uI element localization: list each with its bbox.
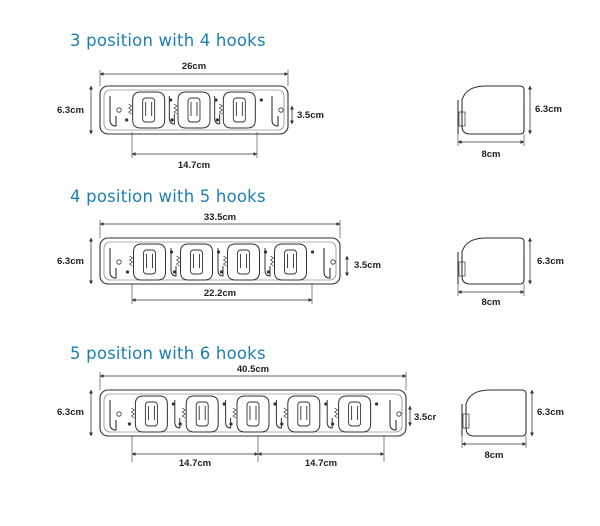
mop-holder-icon xyxy=(331,395,379,433)
mop-holder-icon xyxy=(170,91,218,129)
section-1-spacing-label: 14.7cm xyxy=(178,160,210,171)
hook-icon xyxy=(271,96,284,127)
hook-icon xyxy=(168,96,175,125)
section-2-title: 4 position with 5 hooks xyxy=(70,187,266,206)
section-3-title: 5 position with 6 hooks xyxy=(70,344,266,363)
section-3-side-view xyxy=(461,389,527,437)
mop-holder-icon xyxy=(127,395,175,433)
hook-icon xyxy=(323,248,336,279)
hook-icon xyxy=(174,400,181,429)
section-2-hook-label: 3.5cm xyxy=(354,260,381,271)
section-2-front-view xyxy=(99,237,341,285)
hook-icon xyxy=(109,248,122,279)
section-2-side-height-label: 6.3cm xyxy=(537,256,564,267)
section-1-height-label: 6.3cm xyxy=(57,105,84,116)
section-3-hook-label: 3.5cr xyxy=(414,412,436,423)
mop-holder-icon xyxy=(178,395,226,433)
hook-icon xyxy=(109,400,122,431)
hook-icon xyxy=(275,400,282,429)
section-3-side-height-label: 6.3cm xyxy=(537,407,564,418)
section-3-spacing-label-2: 14.7cm xyxy=(305,458,337,469)
mop-holder-icon xyxy=(266,243,315,281)
hook-icon xyxy=(389,400,402,431)
section-3-spacing-label-1: 14.7cm xyxy=(179,458,211,469)
hook-icon xyxy=(264,248,271,277)
section-3-length-label: 40.5cm xyxy=(237,364,269,375)
section-3-front-view xyxy=(99,389,407,437)
mop-holder-icon xyxy=(125,91,173,129)
mop-holder-icon xyxy=(219,243,268,281)
hook-icon xyxy=(109,96,122,127)
section-1-side-height-label: 6.3cm xyxy=(535,104,562,115)
section-2-side-depth-label: 8cm xyxy=(481,297,500,308)
hook-icon xyxy=(326,400,333,429)
section-2-height-label: 6.3cm xyxy=(57,256,84,267)
mop-holder-icon xyxy=(229,395,277,433)
mop-holder-icon xyxy=(125,243,174,281)
section-1-length-label: 26cm xyxy=(182,61,206,72)
mop-holder-icon xyxy=(172,243,221,281)
hook-icon xyxy=(214,96,221,125)
section-3-height-label: 6.3cm xyxy=(57,407,84,418)
hook-icon xyxy=(217,248,224,277)
section-2-spacing-label: 22.2cm xyxy=(204,288,236,299)
hook-icon xyxy=(225,400,232,429)
mop-holder-icon xyxy=(280,395,328,433)
section-1-side-view xyxy=(457,85,525,135)
section-1-front-view xyxy=(99,85,289,135)
section-1-title: 3 position with 4 hooks xyxy=(70,31,266,50)
section-3-side-depth-label: 8cm xyxy=(484,450,503,461)
mop-holder-icon xyxy=(215,91,263,129)
section-1-hook-label: 3.5cm xyxy=(297,110,324,121)
section-2-side-view xyxy=(457,237,525,285)
section-2-length-label: 33.5cm xyxy=(204,212,236,223)
section-1-side-depth-label: 8cm xyxy=(481,149,500,160)
hook-icon xyxy=(170,248,177,277)
